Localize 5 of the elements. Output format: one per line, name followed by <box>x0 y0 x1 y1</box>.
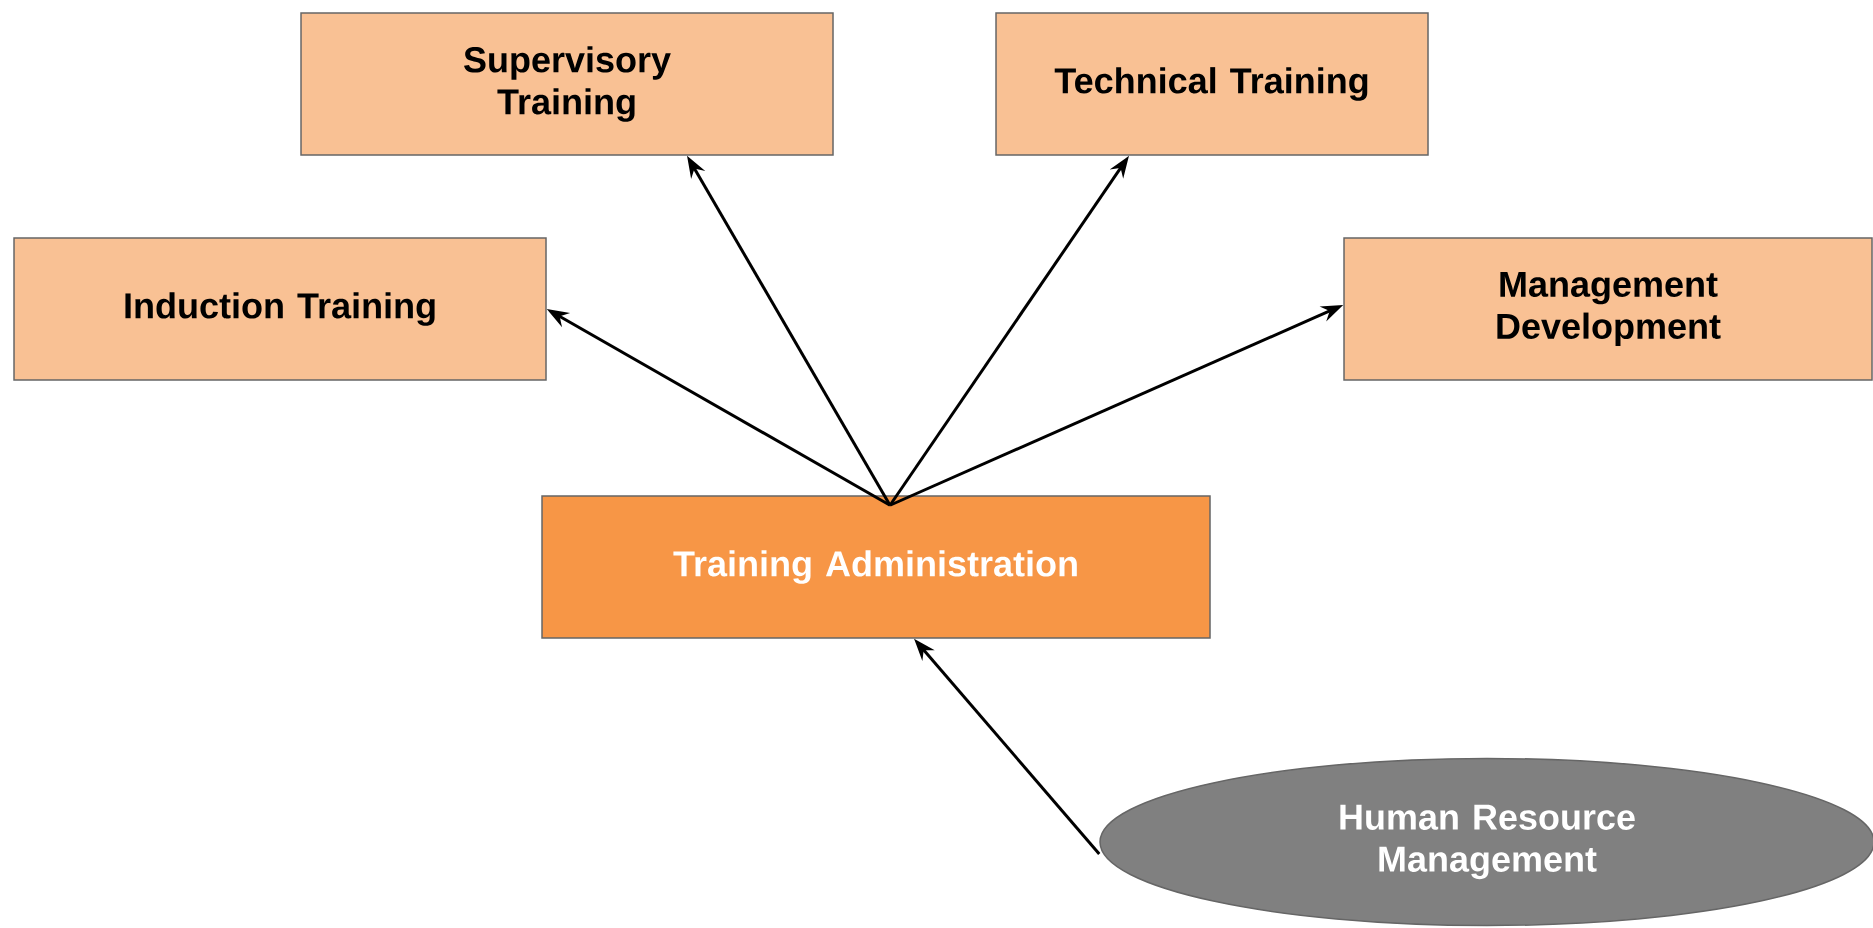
training-box: Induction Training <box>13 237 547 381</box>
training-box: Supervisory Training <box>300 12 834 156</box>
training-box: Technical Training <box>995 12 1429 156</box>
process-box: Training Administration <box>541 495 1211 639</box>
training-box: Management Development <box>1343 237 1873 381</box>
